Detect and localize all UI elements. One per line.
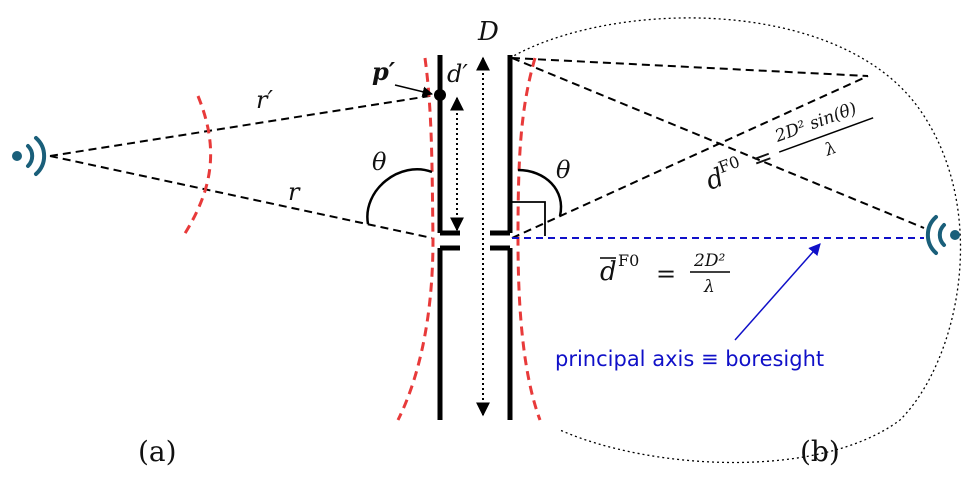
point-p-prime-label: p′ <box>372 57 396 86</box>
panel-b-label: (b) <box>800 435 840 468</box>
field-distance-formula: d F0 = 2D² sin(θ) λ <box>702 99 874 197</box>
dF0-numerator: 2D² sin(θ) <box>772 99 860 147</box>
incident-wavefront <box>182 95 213 236</box>
offset-d-prime-label: d′ <box>447 60 468 88</box>
right-angle-marker <box>510 201 546 236</box>
dF0-fraction-bar <box>778 117 874 153</box>
radio-wave-emitter-icon <box>12 136 47 176</box>
ray-r <box>49 155 433 239</box>
boresight-distance-formula: d F0 = 2D² λ <box>600 251 730 297</box>
distance-r-label: r <box>288 178 301 206</box>
aperture-size-label: D <box>477 17 499 47</box>
ray-r-prime <box>49 94 437 157</box>
dbar-symbol: d <box>600 257 617 287</box>
dbar-superscript: F0 <box>618 251 639 270</box>
panel-a-label: (a) <box>138 435 177 468</box>
ray-top-to-field-point <box>511 57 869 77</box>
principal-axis-label: principal axis ≡ boresight <box>555 347 824 371</box>
angle-theta-right-label: θ <box>556 156 571 184</box>
ray-center-to-field-point <box>511 75 869 239</box>
aperture-wavefront-right <box>516 57 542 421</box>
ray-top-to-receiver <box>511 57 925 229</box>
angle-arc-right <box>517 168 563 217</box>
radio-wave-receiver-icon <box>925 215 960 255</box>
dbar-equals: = <box>656 260 676 288</box>
dbar-denominator: λ <box>703 277 715 297</box>
left-aperture-plate <box>437 55 460 420</box>
dF0-denominator: λ <box>821 138 839 161</box>
principal-axis-pointer <box>734 243 821 341</box>
dF0-equals: = <box>748 142 776 175</box>
point-p-prime-marker <box>434 89 446 101</box>
point-p-prime-pointer <box>394 84 434 97</box>
angle-theta-left-label: θ <box>372 148 387 176</box>
angle-arc-left <box>366 168 433 225</box>
distance-r-prime-label: r′ <box>256 86 273 114</box>
right-aperture-plate <box>490 55 513 420</box>
dbar-numerator: 2D² <box>693 251 725 271</box>
aperture-wavefront-left <box>396 57 435 421</box>
